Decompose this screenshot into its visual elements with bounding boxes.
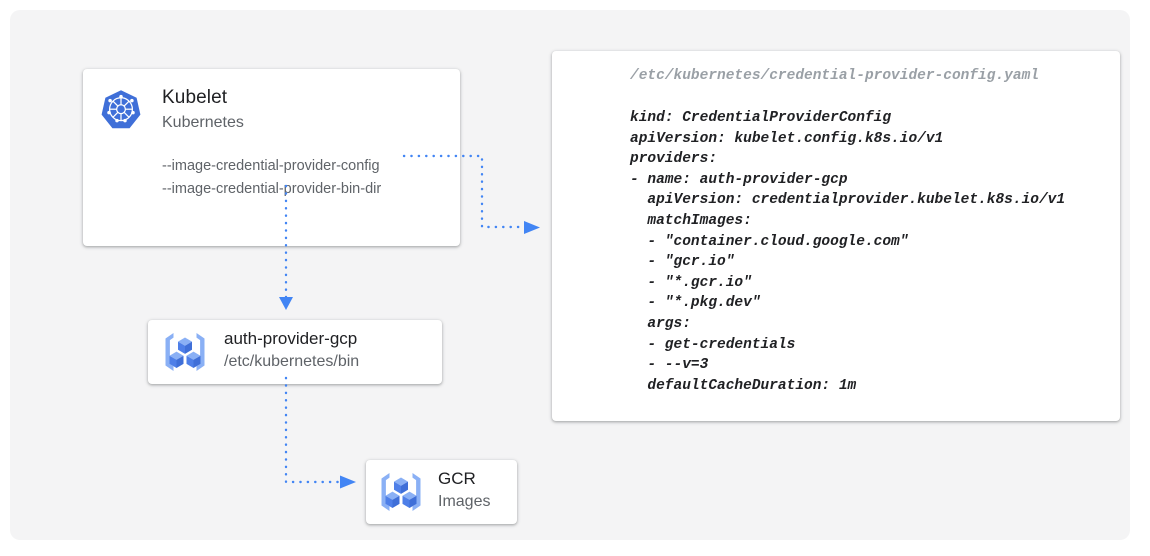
kubelet-flag-bin-dir: --image-credential-provider-bin-dir [162, 181, 382, 197]
kubernetes-helm-wheel-icon [99, 88, 143, 132]
gcr-card-title: GCR [438, 469, 476, 488]
kubelet-card-subtitle: Kubernetes [162, 114, 244, 131]
gcp-binary-cubes-icon [161, 329, 209, 375]
auth-provider-gcp-card[interactable]: auth-provider-gcp /etc/kubernetes/bin [148, 320, 442, 384]
credential-provider-config-panel[interactable]: /etc/kubernetes/credential-provider-conf… [552, 51, 1120, 421]
kubelet-flag-config: --image-credential-provider-config [162, 158, 380, 174]
gcp-binary-cubes-icon [377, 469, 425, 515]
gcr-card-subtitle: Images [438, 493, 491, 510]
diagram-canvas: Kubelet Kubernetes --image-credential-pr… [10, 10, 1130, 540]
yaml-content: kind: CredentialProviderConfig apiVersio… [630, 110, 1066, 394]
auth-provider-gcp-title: auth-provider-gcp [224, 329, 358, 348]
auth-provider-gcp-path: /etc/kubernetes/bin [224, 353, 360, 370]
kubelet-card[interactable]: Kubelet Kubernetes --image-credential-pr… [83, 69, 460, 246]
kubelet-card-title: Kubelet [162, 87, 228, 108]
gcr-card[interactable]: GCR Images [366, 460, 517, 524]
yaml-file-path: /etc/kubernetes/credential-provider-conf… [630, 68, 1039, 84]
